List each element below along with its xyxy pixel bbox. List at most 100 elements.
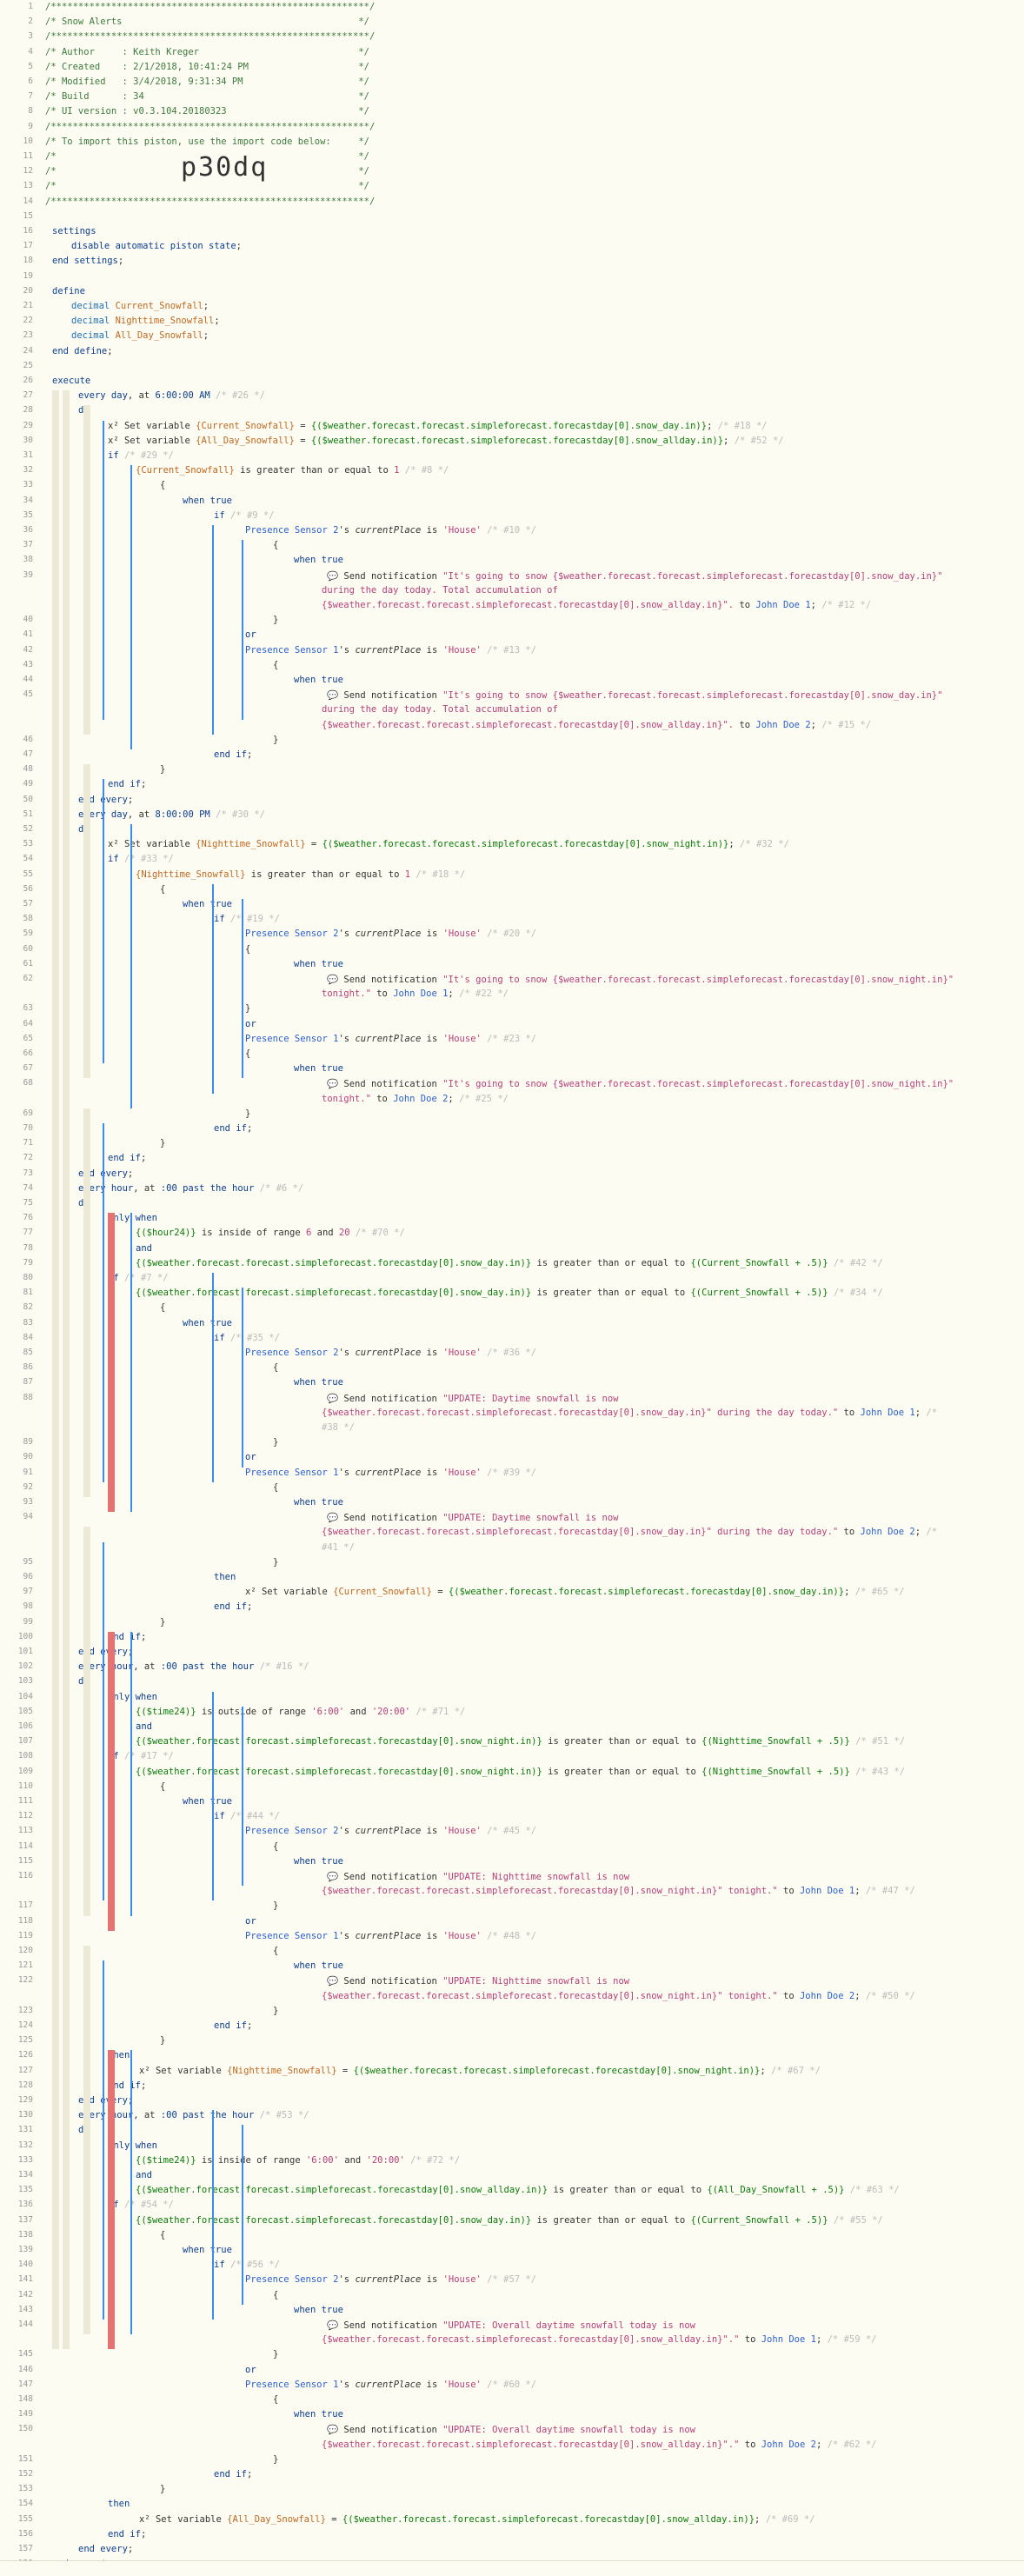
highlight-bar [108,1631,115,1931]
line-number: 46 [23,734,33,744]
line-number: 10 [23,136,33,146]
code-text: 💬 Send notification "UPDATE: Nighttime s… [327,1872,630,1882]
scope-line [242,1706,243,1887]
scope-line [130,1213,132,1513]
line-number: 104 [17,1691,33,1701]
line-number: 47 [23,749,33,759]
code-text: {Nighttime_Snowfall} is greater than or … [136,869,466,880]
line-number: 40 [23,615,33,625]
code-text: only when [108,1691,157,1702]
code-text: 💬 Send notification "UPDATE: Daytime sno… [327,1513,619,1524]
line-number: 77 [23,1228,33,1238]
code-text: define [52,285,85,296]
code-text: {$weather.forecast.forecast.simpleforeca… [322,719,872,730]
line-number: 118 [17,1915,33,1926]
line-number: 70 [23,1123,33,1133]
line-number: 113 [17,1826,33,1836]
code-text: end if; [108,2528,147,2539]
block-indent-bar [63,390,70,2350]
code-text: {($weather.forecast.forecast.simpleforec… [136,1736,906,1747]
code-text: { [273,2394,279,2405]
scope-line [130,1631,132,1916]
line-number: 85 [23,1348,33,1357]
line-number: 87 [23,1377,33,1388]
code-text: {($hour24)} is inside of range 6 and 20 … [136,1228,405,1239]
code-text: {($time24)} is inside of range '6:00' an… [136,2154,461,2166]
line-number: 125 [17,2035,33,2046]
line-number: 132 [17,2140,33,2150]
line-number: 60 [23,943,33,954]
code-text: { [273,1362,279,1374]
code-text: end if; [214,749,253,760]
code-text: {$weather.forecast.forecast.simpleforeca… [322,2439,877,2450]
code-text: when true [183,495,232,506]
code-text: then [108,2499,130,2510]
line-number: 94 [23,1512,33,1522]
scope-line [242,1288,243,1468]
block-indent-bar [83,1527,90,1916]
line-number: 49 [23,779,33,789]
line-number: 105 [17,1706,33,1716]
code-text: {($weather.forecast.forecast.simpleforec… [136,2185,900,2196]
footer-bar [0,2560,1024,2576]
line-number: 45 [23,689,33,700]
code-text: if /* #54 */ [108,2200,174,2211]
line-number: 138 [17,2229,33,2240]
line-number: 109 [17,1766,33,1776]
code-text: and [136,1721,152,1732]
code-text: { [273,659,279,670]
code-text: {$weather.forecast.forecast.simpleforeca… [322,2334,877,2346]
line-number: 51 [23,809,33,819]
line-number: 6 [28,77,33,86]
line-number: 33 [23,480,33,490]
line-number: 86 [23,1362,33,1373]
code-text: } [160,1616,166,1627]
scope-line [212,883,214,1094]
block-indent-bar [83,764,90,1079]
line-number: 147 [17,2379,33,2389]
line-number: 31 [23,450,33,460]
line-number: 3 [28,31,33,42]
line-number: 58 [23,914,33,924]
code-text: /* */ [45,181,369,192]
line-number: 32 [23,465,33,476]
code-text: when true [294,555,343,566]
line-number: 2 [28,17,33,27]
line-number: 71 [23,1138,33,1148]
scope-line [103,1541,104,1901]
line-number: 73 [23,1168,33,1178]
line-number: 17 [23,241,33,251]
code-text: /* Modified : 3/4/2018, 9:31:34 PM */ [45,77,369,87]
code-text: and [136,1242,152,1254]
code-text: every hour, at :00 past the hour /* #6 *… [78,1182,304,1194]
line-number: 56 [23,883,33,894]
import-code[interactable]: p30dq [181,152,269,183]
line-number: 101 [17,1647,33,1656]
line-number: 157 [17,2544,33,2553]
code-text: every hour, at :00 past the hour /* #16 … [78,1661,309,1673]
code-text: Presence Sensor 1's currentPlace is 'Hou… [245,1930,537,1941]
code-text: x² Set variable {All_Day_Snowfall} = {($… [139,2513,815,2525]
line-number: 64 [23,1018,33,1028]
line-number: 152 [17,2469,33,2479]
line-number: 52 [23,824,33,834]
line-number: 96 [23,1572,33,1581]
line-number: 79 [23,1257,33,1268]
line-number: 134 [17,2170,33,2180]
line-number: 16 [23,226,33,236]
line-number: 92 [23,1481,33,1492]
line-number: 67 [23,1063,33,1074]
code-text: /***************************************… [45,121,376,132]
line-number: 102 [17,1661,33,1672]
line-number: 150 [17,2424,33,2434]
code-text: #38 */ [322,1422,355,1433]
code-text: when true [294,675,343,685]
code-text: end define; [52,345,113,356]
code-text: during the day today. Total accumulation… [322,704,558,716]
code-text: when true [294,1960,343,1972]
line-number: 137 [17,2214,33,2225]
line-number: 115 [17,1855,33,1866]
block-indent-bar [52,390,59,2350]
code-text: { [245,943,251,955]
code-text: { [245,1048,251,1059]
